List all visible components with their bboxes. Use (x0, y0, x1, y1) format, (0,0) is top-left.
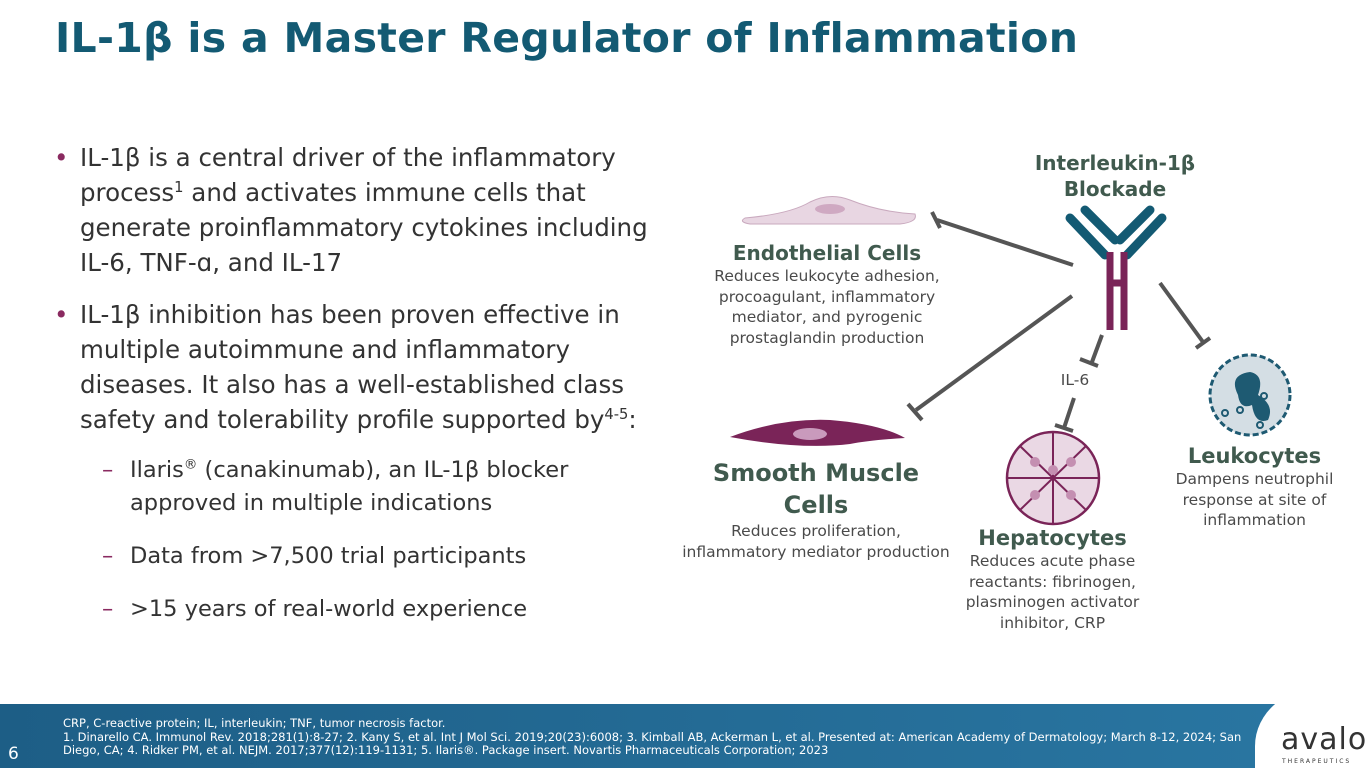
hepatocytes-label: Hepatocytes Reduces acute phase reactant… (960, 525, 1145, 633)
sub-bullet-text: Data from >7,500 trial participants (130, 543, 527, 569)
endothelial-cell-icon (741, 196, 916, 225)
sub-bullet-item: –Ilaris® (canakinumab), an IL-1β blocker… (102, 456, 569, 516)
page-number: 6 (8, 744, 19, 764)
bullet-item: •IL-1β inhibition has been proven effect… (54, 300, 637, 434)
sub-bullet-item: –Data from >7,500 trial participants (102, 543, 527, 569)
footer-band: 6 CRP, C-reactive protein; IL, interleuk… (0, 686, 1365, 772)
sub-bullet-text: >15 years of real-world experience (130, 596, 528, 622)
citation: 4-5 (604, 405, 629, 423)
references: 1. Dinarello CA. Immunol Rev. 2018;281(1… (63, 729, 1242, 757)
smooth-muscle-desc: Reduces proliferation, inflammatory medi… (682, 522, 950, 561)
leukocytes-title: Leukocytes (1187, 444, 1322, 468)
blockade-title: Interleukin-1β Blockade (1034, 151, 1196, 201)
inhibition-arrows (906, 211, 1212, 433)
hepatocytes-desc: Reduces acute phase reactants: fibrinoge… (965, 552, 1140, 632)
smooth-muscle-title: Smooth Muscle Cells (712, 459, 920, 519)
bullet-text: : (628, 405, 637, 434)
endothelial-title: Endothelial Cells (732, 241, 922, 265)
logo-wordmark: avalo (1281, 722, 1365, 757)
citation: 1 (174, 178, 184, 196)
sub-bullet-text: (canakinumab), an IL-1β blocker approved… (130, 457, 569, 516)
hepatocyte-icon (1005, 430, 1101, 526)
bullet-text: IL-1β is a central driver of the inflamm… (80, 143, 616, 207)
leukocytes-desc: Dampens neutrophil response at site of i… (1175, 470, 1334, 529)
abbreviations: CRP, C-reactive protein; IL, interleukin… (63, 716, 446, 730)
bullet-item: •IL-1β is a central driver of the inflam… (54, 143, 648, 277)
blockade-label: Interleukin-1β Blockade (1010, 150, 1220, 202)
leukocytes-label: Leukocytes Dampens neutrophil response a… (1172, 443, 1337, 531)
page-title: IL-1β is a Master Regulator of Inflammat… (55, 14, 1079, 62)
bullet-text: IL-1β inhibition has been proven effecti… (80, 300, 624, 434)
smooth-muscle-cell-icon (730, 419, 905, 446)
bullet-text: and activates immune cells that generate… (80, 178, 648, 277)
sub-bullet-text: Ilaris (130, 457, 184, 483)
il6-label: IL-6 (1060, 371, 1090, 389)
avalo-logo: avalo THERAPEUTICS (1255, 686, 1365, 772)
endothelial-desc: Reduces leukocyte adhesion, procoagulant… (714, 267, 940, 347)
bullet-list: •IL-1β is a central driver of the inflam… (50, 140, 670, 646)
antibody-icon (1065, 205, 1167, 330)
registered-mark: ® (183, 456, 198, 473)
sub-bullet-item: –>15 years of real-world experience (102, 596, 528, 622)
endothelial-cells-label: Endothelial Cells Reduces leukocyte adhe… (712, 240, 942, 348)
hepatocytes-title: Hepatocytes (978, 526, 1127, 550)
smooth-muscle-label: Smooth Muscle Cells Reduces proliferatio… (680, 457, 952, 562)
logo-subtitle: THERAPEUTICS (1282, 758, 1352, 765)
footnotes: CRP, C-reactive protein; IL, interleukin… (63, 716, 1243, 758)
leukocyte-icon (1208, 353, 1292, 437)
